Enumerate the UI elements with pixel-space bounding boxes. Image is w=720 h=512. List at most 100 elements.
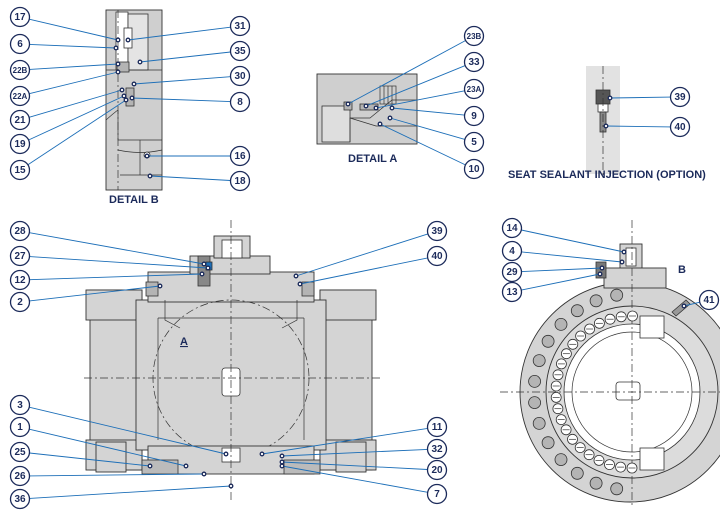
callout-30: 30 (131, 65, 251, 87)
callout-leader (299, 257, 428, 285)
callout-number: 1 (17, 422, 23, 433)
callout-leader (29, 71, 119, 95)
bolt-circle (528, 288, 638, 496)
callout-21: 21 (9, 87, 125, 131)
flange-nut (610, 288, 624, 302)
callout-leader (29, 256, 209, 269)
callout-leader (295, 233, 429, 277)
callout-number: 20 (431, 465, 443, 476)
callout-circle (463, 25, 485, 47)
callout-2: 2 (9, 283, 163, 313)
callout-circle (501, 281, 523, 303)
callout-leader (683, 301, 700, 307)
callout-number: 6 (17, 39, 23, 50)
callout-14: 14 (501, 217, 627, 255)
callout-number: 28 (14, 226, 26, 237)
callout-target-dot (607, 95, 613, 101)
callout-number: 22B (13, 66, 28, 75)
callout-33: 33 (363, 51, 485, 109)
callout-circle (229, 15, 251, 37)
callout-target-dot (119, 87, 125, 93)
callout-target-dot (199, 271, 205, 277)
callout-target-dot (681, 303, 687, 309)
callout-22b: 22B (9, 59, 121, 81)
callout-target-dot (377, 121, 383, 127)
callout-circle (669, 116, 691, 138)
callout-target-dot (621, 249, 627, 255)
callout-number: 11 (432, 422, 443, 433)
callout-leader (521, 273, 601, 291)
callout-number: 23A (467, 85, 482, 94)
callout-35: 35 (137, 40, 251, 65)
callout-leader (29, 232, 205, 265)
callout-number: 22A (13, 92, 28, 101)
callout-number: 13 (506, 287, 518, 298)
callout-10: 10 (377, 121, 485, 180)
callout-number: 40 (431, 251, 443, 262)
callout-3: 3 (9, 394, 229, 457)
callout-leader (391, 107, 465, 116)
callout-17: 17 (9, 6, 121, 43)
callout-4: 4 (501, 240, 625, 265)
callout-target-dot (599, 265, 605, 271)
callout-circle (463, 51, 485, 73)
callout-number: 15 (14, 165, 26, 176)
callout-target-dot (223, 451, 229, 457)
callout-circle (501, 217, 523, 239)
callout-target-dot (113, 45, 119, 51)
callout-leader (375, 90, 465, 109)
callout-circle (426, 220, 448, 242)
callout-22a: 22A (9, 69, 121, 107)
callout-leader (379, 123, 466, 166)
callout-target-dot (157, 283, 163, 289)
callout-number: 17 (14, 12, 26, 23)
callout-circle (426, 438, 448, 460)
callout-target-dot (121, 93, 127, 99)
callout-leader (29, 406, 227, 455)
callout-number: 4 (509, 246, 515, 257)
callout-circle (426, 245, 448, 267)
callout-number: 25 (14, 447, 26, 458)
callout-20: 20 (279, 459, 448, 481)
callout-circle (229, 91, 251, 113)
callout-18: 18 (147, 170, 251, 192)
callout-leader (27, 99, 127, 166)
callout-target-dot (345, 101, 351, 107)
callout-circle (9, 109, 31, 131)
callout-leader (29, 473, 205, 477)
flange-nut (610, 482, 624, 496)
callout-26: 26 (9, 465, 207, 487)
callout-9: 9 (389, 105, 485, 127)
callout-number: 30 (234, 71, 246, 82)
callout-number: 9 (471, 111, 477, 122)
callout-target-dot (115, 61, 121, 67)
callout-circle (9, 159, 31, 181)
callout-target-dot (389, 105, 395, 111)
callout-number: 7 (434, 489, 440, 500)
callout-circle (9, 33, 31, 55)
callout-circle (9, 465, 31, 487)
callout-number: 19 (14, 139, 26, 150)
callout-target-dot (228, 483, 234, 489)
callout-number: 31 (234, 21, 246, 32)
callout-1: 1 (9, 416, 189, 469)
callout-circle (9, 416, 31, 438)
flange-nut (528, 396, 541, 410)
callout-leader (281, 465, 428, 493)
callout-number: 18 (234, 176, 246, 187)
callout-circle (501, 240, 523, 262)
callout-leader (131, 97, 231, 103)
callout-target-dot (297, 281, 303, 287)
callout-number: 39 (431, 226, 443, 237)
callout-leader (29, 485, 232, 499)
callout-number: 23B (467, 32, 482, 41)
callout-5: 5 (387, 115, 485, 153)
callout-target-dot (597, 271, 603, 277)
callout-28: 28 (9, 220, 207, 267)
callout-target-dot (147, 463, 153, 469)
callout-number: 33 (468, 57, 480, 68)
callout-circle (9, 291, 31, 313)
callout-25: 25 (9, 441, 153, 469)
callout-number: 39 (674, 92, 686, 103)
